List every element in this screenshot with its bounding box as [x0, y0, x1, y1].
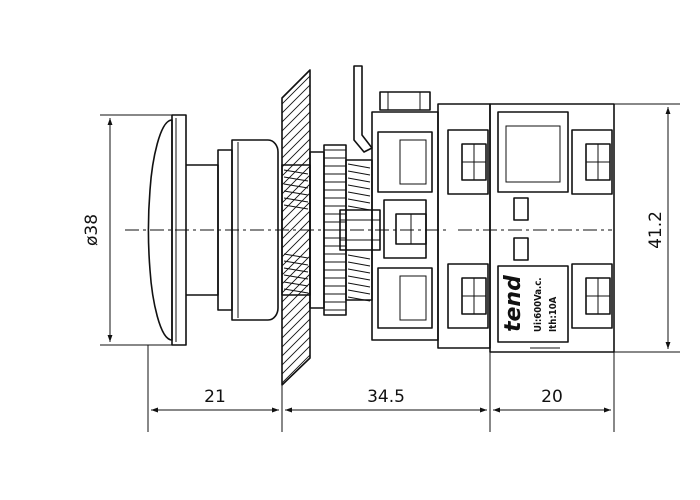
body-depth-label: 34.5: [367, 387, 405, 407]
adapter-block: [371, 111, 439, 341]
voltage-rating: Ui:600Va.c.: [533, 277, 544, 332]
button-bezel: [186, 139, 279, 321]
nut-threads: [347, 163, 371, 302]
height-dimension: 41.2: [614, 103, 680, 353]
sleeve-threads: [283, 169, 309, 294]
latch-clip: [353, 65, 431, 153]
contact-block-2: [489, 103, 615, 353]
mushroom-head: [147, 114, 187, 346]
head-depth-label: 21: [204, 387, 226, 407]
panel-hatching: [282, 70, 310, 385]
contact-depth-label: 20: [541, 387, 563, 407]
mounting-panel: [281, 69, 311, 386]
diameter-dimension: ø38: [82, 114, 172, 346]
threaded-sleeve: [281, 144, 381, 316]
current-rating: Ith:10A: [548, 296, 559, 332]
contact-block-1: [437, 103, 491, 349]
depth-dimensions: 21 34.5 20: [147, 345, 615, 432]
height-label: 41.2: [646, 211, 666, 249]
nut-teeth: [324, 149, 346, 311]
diameter-label: ø38: [82, 214, 102, 246]
brand-label: tend: [501, 275, 526, 332]
